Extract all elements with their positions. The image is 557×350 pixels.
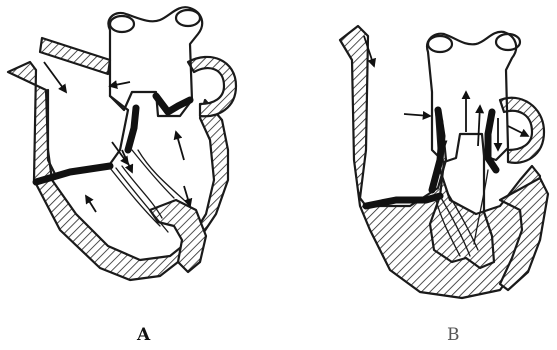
panel-b-arrow-left-in	[404, 114, 430, 116]
panel-a-arrow-lower-right	[184, 186, 190, 206]
panel-b-aorta-opening-left	[428, 36, 452, 52]
panel-a-arrow-up-ventricle	[86, 196, 96, 212]
panel-a-vena-cava	[40, 38, 110, 74]
panel-a-heart	[8, 7, 236, 280]
panel-label-b: B	[447, 325, 460, 345]
panel-a-arrow-up-right	[176, 132, 184, 160]
panel-a-arrow-atrium	[110, 82, 130, 86]
panel-b-semilunar-valve-right	[488, 112, 496, 170]
panel-a-aorta-opening-left	[110, 16, 134, 32]
panel-a-arrow-inflow	[44, 62, 66, 92]
panel-label-a: A	[137, 325, 150, 345]
panel-b-heart	[340, 26, 548, 298]
panel-a-pulmonary-vein	[188, 57, 236, 116]
panel-b-arrow-out-right	[508, 126, 528, 136]
panel-a-semilunar-valve	[128, 96, 190, 150]
panel-b-arrow-up-2	[478, 106, 480, 146]
panel-a-aorta-opening-right	[176, 10, 200, 26]
